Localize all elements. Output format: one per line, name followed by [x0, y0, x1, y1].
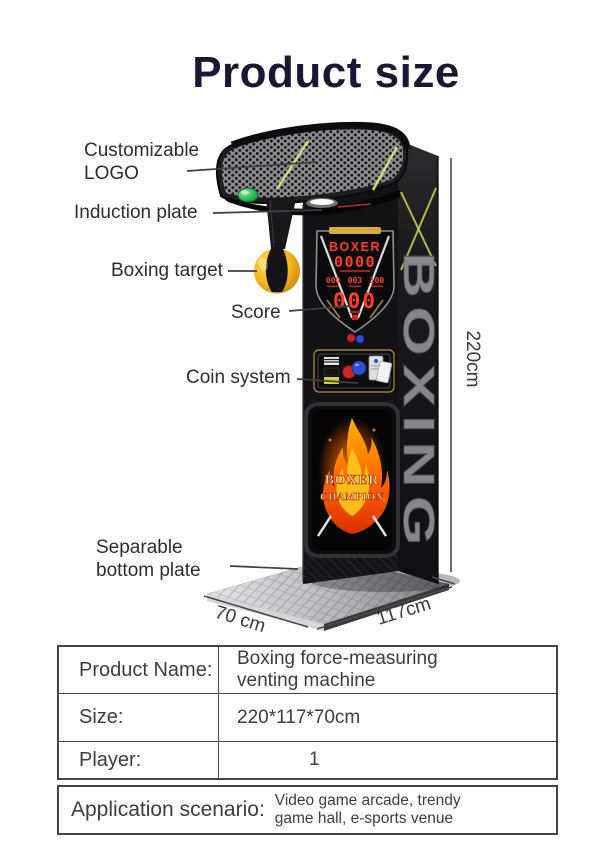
scoreboard-sub-mid: 003: [348, 276, 363, 285]
depth-dimension-line: [203, 595, 309, 628]
callout-customizable-logo: Customizable LOGO: [84, 140, 200, 184]
scoreboard-sub-right: 100: [370, 276, 385, 285]
callout-coin-system: Coin system: [186, 367, 291, 388]
callout-separable-bottom-plate: Separable bottom plate: [96, 537, 201, 581]
size-value: 220*117*70cm: [237, 706, 361, 728]
table-row: Player: 1: [59, 741, 556, 778]
scoreboard-brand: BOXER: [329, 240, 381, 254]
spec-table: Product Name: Boxing force-measuring ven…: [57, 645, 558, 835]
scoreboard-top-display: 0000: [334, 253, 376, 271]
machine-side-panel: BOXING: [394, 140, 443, 584]
table-row: Application scenario: Video game arcade,…: [57, 785, 558, 835]
side-boxing-text: BOXING: [394, 252, 443, 554]
callout-boxing-target: Boxing target: [111, 260, 223, 281]
scoreboard-main-display: 000: [333, 289, 377, 313]
width-dimension-line: [316, 586, 453, 630]
product-name-value: Boxing force-measuring venting machine: [237, 648, 438, 691]
start-button: [237, 187, 259, 203]
height-dimension-label: 220cm: [462, 330, 483, 388]
table-row: Size: 220*117*70cm: [59, 693, 556, 741]
machine-illustration: BOXING BOXER 0000 000: [186, 121, 460, 631]
callout-score: Score: [231, 302, 281, 323]
dimension-lines: [203, 158, 456, 630]
player-label: Player:: [59, 742, 219, 778]
poster-text-boxer: BOXER: [325, 473, 380, 488]
application-scenario-label: Application scenario:: [71, 798, 265, 821]
page-title: Product size: [192, 48, 460, 97]
size-label: Size:: [59, 694, 219, 741]
product-diagram: BOXING BOXER 0000 000: [74, 121, 483, 637]
top-hood: [215, 121, 411, 216]
product-name-label: Product Name:: [59, 647, 219, 693]
player-value: 1: [309, 749, 320, 770]
scoreboard-sub-left: 000: [326, 276, 341, 285]
application-scenario-value: Video game arcade, trendy game hall, e-s…: [274, 792, 461, 827]
scoreboard: BOXER 0000 000 003 100 000: [315, 227, 395, 344]
callout-induction-plate: Induction plate: [74, 202, 198, 223]
callout-lines: [186, 161, 359, 570]
table-row: Product Name: Boxing force-measuring ven…: [59, 647, 556, 693]
poster-text-champion: CHAMPION: [320, 492, 384, 503]
champion-screen: BOXER CHAMPION: [304, 402, 400, 558]
